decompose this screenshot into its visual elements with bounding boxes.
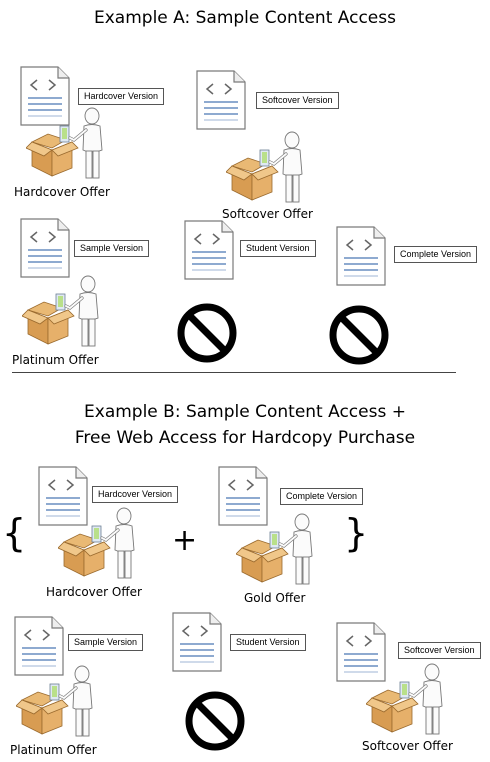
document-icon: [20, 218, 70, 278]
hardcover-offer-label: Hardcover Offer: [46, 585, 142, 599]
document-icon: [184, 220, 234, 280]
hardcover-version-label: Hardcover Version: [92, 486, 179, 503]
platinum-offer-label: Platinum Offer: [12, 353, 99, 367]
person-with-box-icon: [236, 510, 320, 586]
example-a-title: Example A: Sample Content Access: [94, 8, 396, 28]
example-b-title-line1: Example B: Sample Content Access +: [84, 402, 406, 422]
gold-offer-label: Gold Offer: [244, 591, 306, 605]
prohibited-icon: [328, 304, 390, 366]
document-icon: [196, 70, 246, 130]
close-brace: }: [344, 511, 369, 555]
document-icon: [336, 226, 386, 286]
document-icon: [172, 612, 222, 672]
person-with-box-icon: [26, 104, 110, 180]
student-version-label: Student Version: [240, 240, 316, 257]
hardcover-offer-label: Hardcover Offer: [14, 185, 110, 199]
open-brace: {: [2, 511, 27, 555]
platinum-offer-label: Platinum Offer: [10, 743, 97, 757]
softcover-version-label: Softcover Version: [256, 92, 339, 109]
complete-version-label: Complete Version: [394, 246, 478, 263]
example-b-title-line2: Free Web Access for Hardcopy Purchase: [74, 428, 416, 448]
prohibited-icon: [176, 302, 238, 364]
prohibited-icon: [184, 690, 246, 752]
person-with-box-icon: [366, 660, 450, 736]
student-version-label: Student Version: [230, 634, 306, 651]
softcover-version-label: Softcover Version: [398, 642, 481, 659]
sample-version-label: Sample Version: [74, 240, 150, 257]
softcover-offer-label: Softcover Offer: [222, 207, 313, 221]
softcover-offer-label: Softcover Offer: [362, 739, 453, 753]
hardcover-version-label: Hardcover Version: [78, 88, 165, 105]
person-with-box-icon: [58, 504, 142, 580]
complete-version-label: Complete Version: [280, 488, 364, 505]
section-divider: [12, 372, 456, 373]
sample-version-label: Sample Version: [68, 634, 144, 651]
person-with-box-icon: [16, 662, 100, 738]
person-with-box-icon: [226, 128, 310, 204]
plus-sign: +: [172, 523, 198, 558]
person-with-box-icon: [22, 272, 106, 348]
